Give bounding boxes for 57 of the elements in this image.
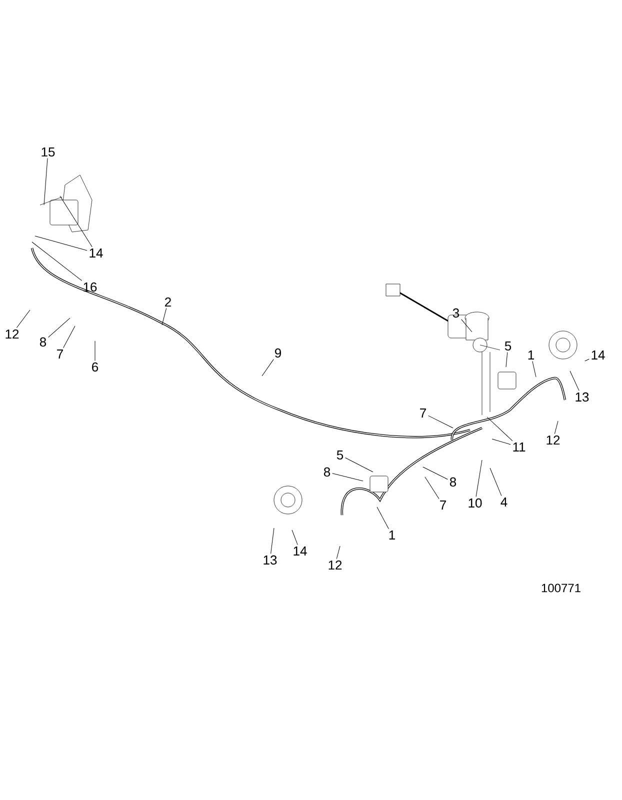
leader-line [486,416,513,442]
callout-number: 5 [336,450,344,460]
figure-number: 100771 [542,584,580,592]
callout-number: 4 [500,498,508,506]
leader-line [461,319,472,332]
leader-line [44,158,48,206]
callout-number: 6 [92,362,98,372]
leader-line [60,196,92,248]
leader-line [424,476,440,500]
leader-line [492,438,511,445]
callout-number: 7 [420,408,426,418]
callout-number: 9 [275,348,281,358]
callout-number: 14 [90,248,103,258]
leader-line [262,359,274,376]
leader-line [332,473,364,482]
leader-line [476,460,482,497]
leader-line [162,308,167,326]
callout-number: 11 [513,442,526,452]
leader-line [48,318,70,338]
callout-number: 12 [6,329,19,339]
leader-line [490,468,502,496]
callout-number: 13 [264,555,277,565]
leader-line [32,242,82,281]
callout-number: 8 [450,477,456,487]
leader-line [428,415,454,428]
callout-number: 15 [42,147,55,157]
leader-line [16,310,30,328]
callout-number: 12 [546,435,560,445]
callout-number: 1 [389,530,395,540]
leader-line [292,530,298,546]
callout-number: 8 [40,337,46,347]
callout-number: 2 [165,297,171,307]
callout-number: 3 [452,308,460,318]
callout-number: 1 [528,350,534,360]
callout-number: 7 [440,500,446,510]
leader-line [270,528,274,554]
leader-line [336,546,340,560]
callout-number: 5 [504,341,512,351]
leader-line [63,326,76,348]
leader-line [376,506,389,530]
callout-number: 16 [84,282,97,292]
callout-number: 8 [324,467,330,477]
leader-line [554,420,558,434]
leader-line [94,340,96,361]
callout-number: 10 [468,498,482,508]
callout-number: 14 [592,350,605,360]
leader-line [422,466,448,480]
leader-line [34,236,88,251]
leader-line [532,360,536,378]
callout-number: 12 [328,560,342,570]
leader-line [570,370,580,391]
leader-line [506,352,508,368]
callout-number: 7 [57,350,63,358]
leader-line [584,358,590,362]
leader-line [345,458,374,472]
callout-number: 14 [294,546,307,556]
callout-number: 13 [576,392,589,402]
